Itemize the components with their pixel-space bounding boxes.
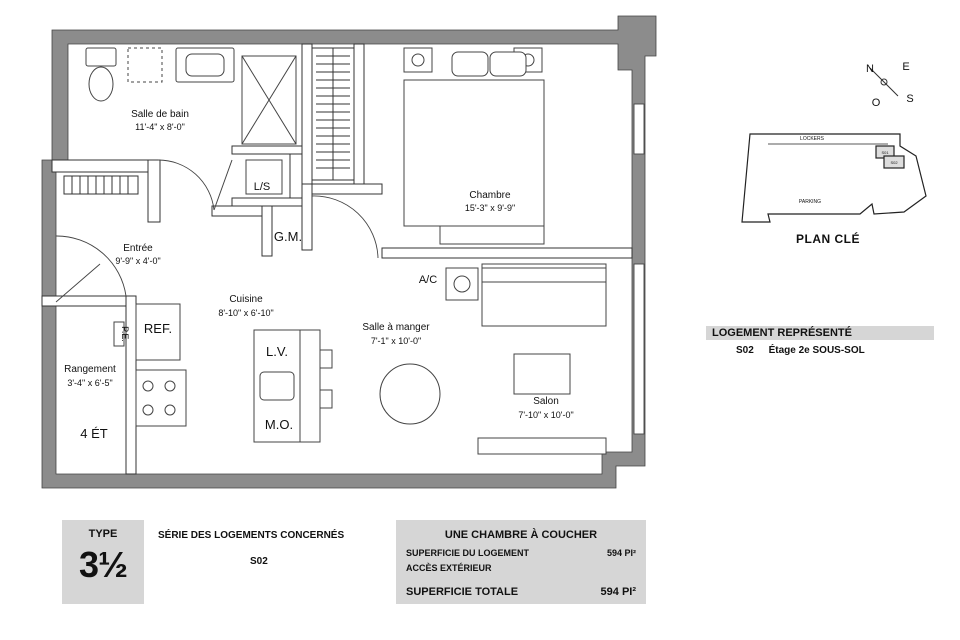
represented-unit: S02 [736,345,754,356]
fixture-lv-label: L.V. [266,344,288,359]
compass-e: E [902,61,909,73]
represented-details: S02 Étage 2e SOUS-SOL [736,345,877,356]
fixture-chauffe-eau-label: 4 ÉT [80,426,108,441]
fixture-ref-label: REF. [144,321,172,336]
superficie-label: SUPERFICIE DU LOGEMENT [406,548,530,558]
type-value: 3½ [78,544,128,585]
fixture-pe-label: P.E. [120,326,130,342]
room-salle-a-manger-name: Salle à manger [362,322,430,333]
superficie-row: SUPERFICIE DU LOGEMENT 594 PI² [406,548,636,558]
fixture-gm-label: G.M. [274,229,302,244]
room-chambre-dim: 15'-3" x 9'-9" [465,203,515,213]
total-row: SUPERFICIE TOTALE 594 PI² [406,586,636,598]
kitchen-fixtures [113,303,333,443]
fixture-ac-label: A/C [419,274,437,286]
compass-s: S [906,93,913,105]
interior-walls [41,43,633,475]
room-cuisine-name: Cuisine [229,294,263,305]
room-salle-a-manger-dim: 7'-1" x 10'-0" [371,336,421,346]
total-value: 594 PI² [600,586,636,598]
room-rangement-name: Rangement [64,364,116,375]
living-furniture [379,263,607,455]
superficie-value: 594 PI² [606,548,636,558]
key-plan [741,133,927,223]
fixture-ls-label: L/S [254,181,271,193]
room-rangement-dim: 3'-4" x 6'-5" [67,378,112,388]
room-cuisine-dim: 8'-10" x 6'-10" [218,308,273,318]
key-plan-lockers: LOCKERS [800,136,825,142]
type-label: TYPE [88,528,118,540]
serie-title: SÉRIE DES LOGEMENTS CONCERNÉS [158,530,345,541]
unit-info-table: TYPE 3½ SÉRIE DES LOGEMENTS CONCERNÉS S0… [62,520,646,604]
room-salle-de-bain-dim: 11'-4" x 8'-0" [135,122,185,132]
room-entree-dim: 9'-9" x 4'-0" [115,256,160,266]
doors-windows [55,103,645,435]
represented-floor: Étage 2e SOUS-SOL [768,345,865,356]
room-entree-name: Entrée [123,243,153,254]
closet-shelving [63,47,355,195]
bed [403,47,545,245]
area-cell: UNE CHAMBRE À COUCHER SUPERFICIE DU LOGE… [396,520,646,604]
bathroom-fixtures [85,47,297,211]
total-label: SUPERFICIE TOTALE [406,586,519,598]
acces-row: ACCÈS EXTÉRIEUR [406,563,636,573]
serie-cell: SÉRIE DES LOGEMENTS CONCERNÉS S02 [144,520,396,604]
compass [869,67,899,97]
type-cell: TYPE 3½ [62,520,144,604]
acces-label: ACCÈS EXTÉRIEUR [406,563,492,573]
key-plan-unit-b: S02 [890,160,898,165]
compass-n: N [866,63,874,75]
serie-value: S02 [250,556,268,567]
bedrooms-title: UNE CHAMBRE À COUCHER [444,529,598,541]
key-plan-title: PLAN CLÉ [796,232,860,246]
fixture-mo-label: M.O. [265,417,293,432]
room-salon-dim: 7'-10" x 10'-0" [518,410,573,420]
key-plan-unit-a: S01 [881,150,889,155]
room-salon-name: Salon [533,396,559,407]
room-chambre-name: Chambre [469,190,511,201]
represented-title: LOGEMENT REPRÉSENTÉ [706,326,934,340]
room-salle-de-bain-name: Salle de bain [131,109,189,120]
compass-o: O [872,97,881,109]
key-plan-parking: PARKING [799,199,821,205]
